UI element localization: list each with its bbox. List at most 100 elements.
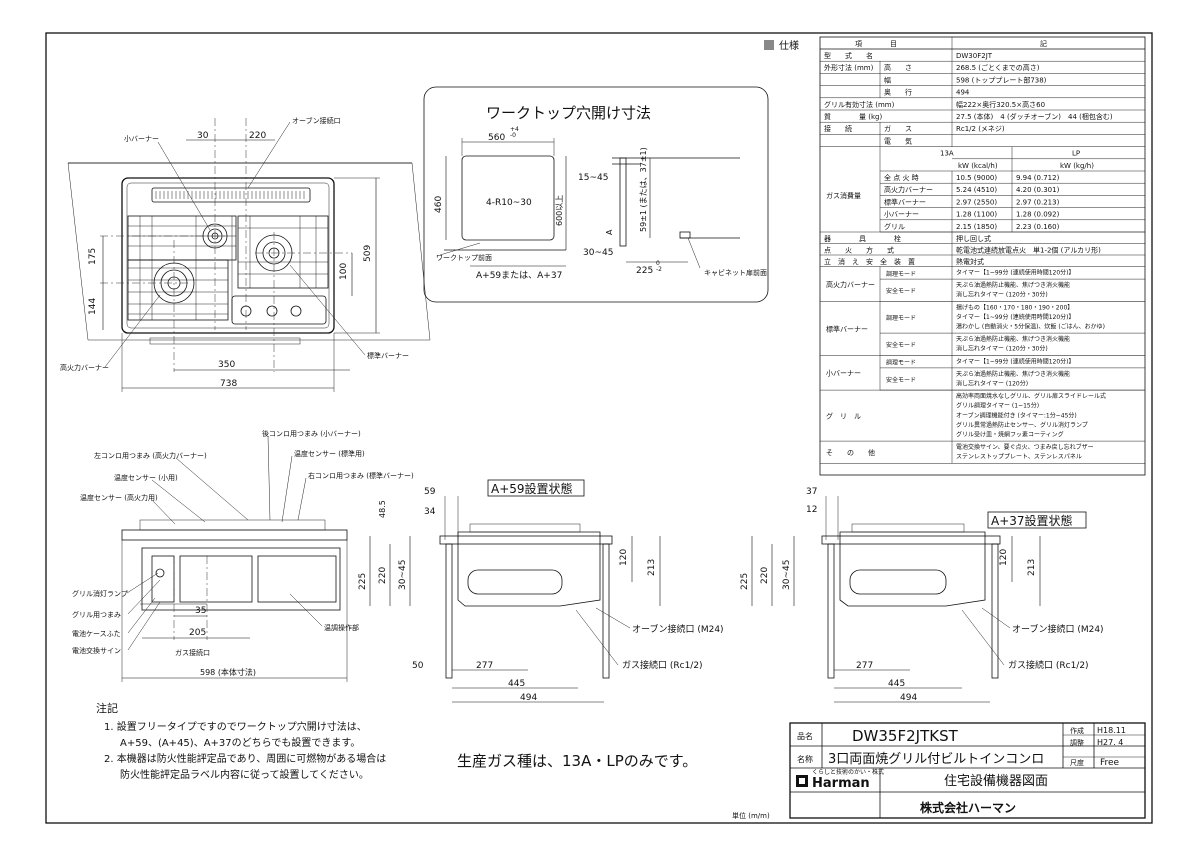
misc-2-key: 立 消 え 安 全 装 置	[824, 257, 915, 266]
spec-row-4-value: 幅222×奥行320.5×高さ60	[956, 100, 1045, 109]
spec-row-5-key: 質 量 (kg)	[824, 112, 882, 121]
a59-oven: オーブン接続口 (M24)	[632, 623, 724, 635]
dim-175: 175	[88, 248, 98, 265]
notes-l1: 1. 設置フリータイプですのでワークトップ穴開け寸法は、	[104, 720, 367, 733]
spec-grill-line-0: 高効率両面焼水なしグリル、グリル扉スライドレール式	[956, 392, 1106, 400]
gas-label: ガス消費量	[826, 191, 861, 200]
fv-dim-35: 35	[195, 606, 206, 616]
cut-600: 600以上	[555, 195, 564, 226]
dim-100: 100	[339, 263, 349, 280]
a37-title-box	[987, 511, 1087, 529]
burner-1-mode-0-line-0: 揚げもの【160・170・180・190・200】	[956, 303, 1073, 311]
a59-d225: 225	[358, 573, 368, 590]
cutout-panel: ワークトップ穴開け寸法 560 +4-0 460 4-R10~30 600以上 …	[423, 86, 769, 303]
gas-row-4-name: グリル	[884, 222, 905, 231]
a59-d50: 50	[412, 661, 424, 671]
spec-heading: 仕様	[779, 39, 799, 52]
burner-2-mode-0-line-0: タイマー【1~99分 (連続使用時間120分)】	[956, 357, 1075, 365]
front-top-plate	[121, 529, 348, 541]
burner-1-mode-0-line-2: 湯わかし (自動消火・5分保温)、炊飯 (ごはん、おかゆ)	[956, 323, 1105, 331]
a37-d220: 220	[760, 567, 770, 584]
unit-label: 単位 (m/m)	[732, 811, 770, 820]
lbl-t-high: 温度センサー (高火力用)	[80, 493, 158, 502]
tb-made: H18.11	[1097, 726, 1126, 735]
spec-row-0-key: 型 式 名	[824, 51, 873, 60]
burner-0-mode-1: 安全モード	[886, 287, 916, 295]
a37-d3045: 30~45	[782, 560, 792, 590]
a59-d485: 48.5	[378, 500, 387, 518]
gas-row-0-name: 全 点 火 時	[884, 173, 919, 182]
spec-row-3-sub: 奥 行	[884, 88, 912, 97]
gas-row-4-13a: 2.15 (1850)	[956, 223, 997, 231]
sheet-border	[45, 32, 1153, 824]
gas-row-2-name: 標準バーナー	[884, 197, 926, 206]
a37-d277: 277	[856, 661, 873, 671]
gas-row-3-name: 小バーナー	[884, 210, 919, 219]
spec-row-6-key: 接 続	[824, 124, 852, 133]
cut-3045: 30~45	[583, 248, 613, 258]
burner-2-name: 小バーナー	[826, 369, 861, 378]
a59-d494: 494	[520, 693, 537, 703]
tb-scale: Free	[1100, 758, 1120, 768]
cut-1545: 15~45	[578, 173, 608, 183]
control-door	[257, 555, 337, 603]
notes: 注記 1. 設置フリータイプですのでワークトップ穴開け寸法は、 A+59、(A+…	[96, 701, 386, 781]
cut-corner: 4-R10~30	[486, 198, 532, 208]
spec-header-item: 項 目	[855, 40, 897, 48]
control-panel-top	[231, 295, 327, 325]
fv-dim-598: 598 (本体寸法)	[200, 667, 256, 677]
dim-144: 144	[88, 298, 98, 315]
front-view: 35 205 598 (本体寸法) 左コンロ用つまみ (高火力バーナー) 後コン…	[72, 429, 414, 682]
gas-row-3-13a: 1.28 (1100)	[956, 211, 997, 219]
dim-350: 350	[218, 360, 235, 370]
cutout-box	[423, 86, 769, 303]
spec-row-6-value: Rc1/2 (メネジ)	[956, 125, 1005, 133]
spec-row-0-value: DW30F2JT	[956, 52, 993, 60]
front-body	[141, 547, 341, 611]
small-burner-label: 小バーナー	[124, 134, 159, 143]
a59-d277: 277	[476, 661, 493, 671]
a59-d59: 59	[424, 487, 436, 497]
tb-company: 株式会社ハーマン	[920, 800, 1016, 815]
burner-1-mode-0-line-1: タイマー【1~99分 (連続使用時間120分)】	[956, 313, 1075, 321]
gas-note: 生産ガス種は、13A・LPのみです。	[457, 752, 697, 770]
a37-d12: 12	[806, 505, 817, 515]
a37-d120: 120	[999, 549, 1009, 566]
grill-door	[179, 555, 253, 603]
cut-560-tol: +4-0	[510, 126, 519, 139]
spec-other-line-1: ステンレストッププレート、ステンレスパネル	[956, 454, 1082, 461]
a59-title: A+59設置状態	[491, 481, 573, 496]
lbl-l-knob: 左コンロ用つまみ (高火力バーナー)	[94, 451, 207, 460]
burner-1-name: 標準バーナー	[826, 324, 868, 333]
a59-title-box	[487, 479, 585, 497]
fv-dim-205: 205	[189, 628, 206, 638]
notes-head: 注記	[96, 701, 118, 715]
gas-col-lp: LP	[1072, 150, 1080, 158]
misc-0-key: 器 具 栓	[824, 234, 901, 243]
a59-d213: 213	[647, 559, 657, 576]
tb-k-name: 名称	[797, 754, 813, 764]
a37-d37: 37	[806, 487, 817, 497]
spec-grill-key: グ リ ル	[826, 412, 861, 421]
dim-30: 30	[197, 131, 209, 141]
spec-row-1-value: 268.5 (ごとくまでの高さ)	[956, 63, 1040, 72]
a59-d3045: 30~45	[398, 560, 408, 590]
burner-2-mode-1-line-0: 天ぷら油過熱防止機能、焦げつき消火機能	[956, 370, 1070, 378]
cut-460: 460	[434, 196, 444, 213]
lbl-g-knob: グリル用つまみ	[72, 610, 121, 619]
tb-model: DW35F2JTKST	[852, 727, 959, 745]
burner-0-mode-1-line-1: 消し忘れタイマー (120分・30分)	[956, 291, 1048, 299]
burner-0-mode-0-line-0: タイマー【1~99分 (連続使用時間120分)】	[956, 269, 1075, 277]
spec-row-5-value: 27.5 (本体) 4 (ダッチオーブン) 44 (梱包含む)	[956, 112, 1113, 121]
notes-l2: A+59、(A+45)、A+37のどちらでも設置できます。	[120, 736, 360, 749]
a37-d445: 445	[888, 679, 905, 689]
gas-unit-lp: kW (kg/h)	[1060, 162, 1094, 170]
lbl-r-knob: 右コンロ用つまみ (標準バーナー)	[308, 471, 414, 480]
tb-adj: H27. 4	[1097, 738, 1123, 747]
spec-grill-line-2: オーブン調理機能付き (タイマー:1分~45分)	[956, 411, 1077, 419]
lbl-bat-cover: 電池ケースふた	[72, 629, 121, 638]
lbl-bat-sign: 電池交換サイン	[72, 646, 121, 655]
a59-d445: 445	[508, 679, 525, 689]
a37-body	[839, 531, 986, 607]
